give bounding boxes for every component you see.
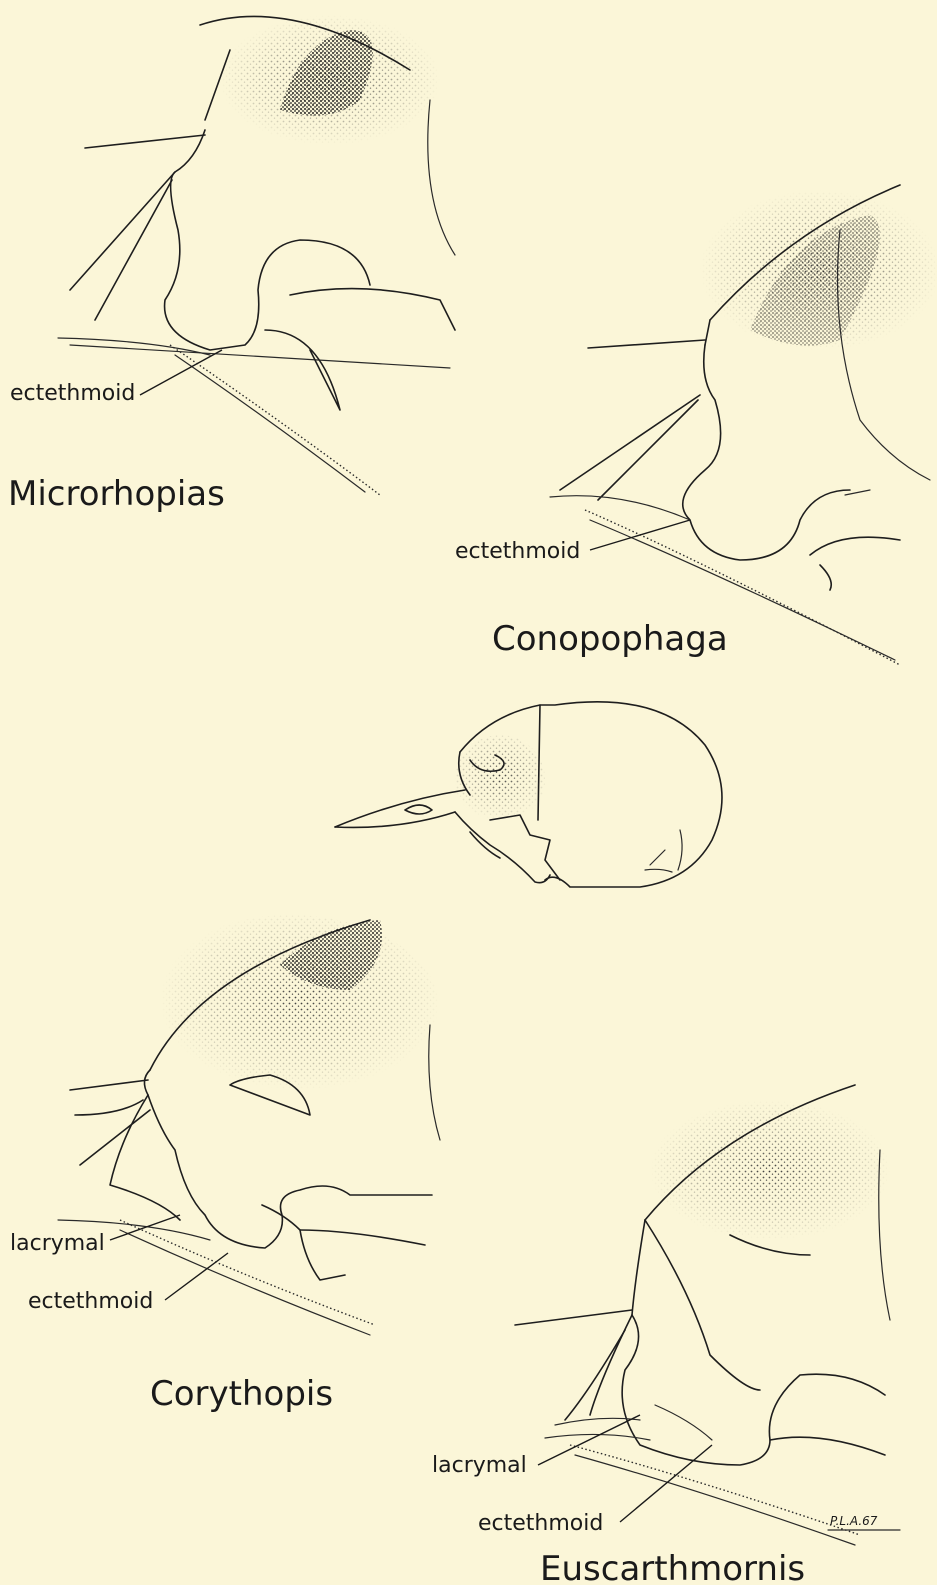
genus-title-euscarthmornis: Euscarthmornis <box>540 1549 805 1585</box>
genus-title-conopophaga: Conopophaga <box>492 619 728 659</box>
panel-euscarthmornis: lacrymal ectethmoid P.L.A.67 Euscarthmor… <box>432 1085 900 1585</box>
label-lacrymal: lacrymal <box>432 1453 527 1478</box>
label-ectethmoid: ectethmoid <box>10 381 135 406</box>
stippling-shading <box>640 1095 900 1245</box>
stippling-shading <box>210 15 450 155</box>
label-lacrymal: lacrymal <box>10 1231 105 1256</box>
label-ectethmoid: ectethmoid <box>455 539 580 564</box>
whole-skull-overview <box>335 702 722 887</box>
stippling-shading <box>140 915 440 1105</box>
stippling-shading <box>455 735 545 825</box>
genus-title-corythopis: Corythopis <box>150 1374 333 1414</box>
panel-microrhopias: ectethmoid Microrhopias <box>8 15 455 514</box>
panel-conopophaga: ectethmoid Conopophaga <box>455 185 937 665</box>
stippling-shading <box>695 185 937 355</box>
genus-title-microrhopias: Microrhopias <box>8 474 225 514</box>
label-ectethmoid: ectethmoid <box>478 1511 603 1536</box>
panel-corythopis: lacrymal ectethmoid Corythopis <box>10 915 440 1414</box>
label-ectethmoid: ectethmoid <box>28 1289 153 1314</box>
artist-signature: P.L.A.67 <box>830 1514 878 1528</box>
